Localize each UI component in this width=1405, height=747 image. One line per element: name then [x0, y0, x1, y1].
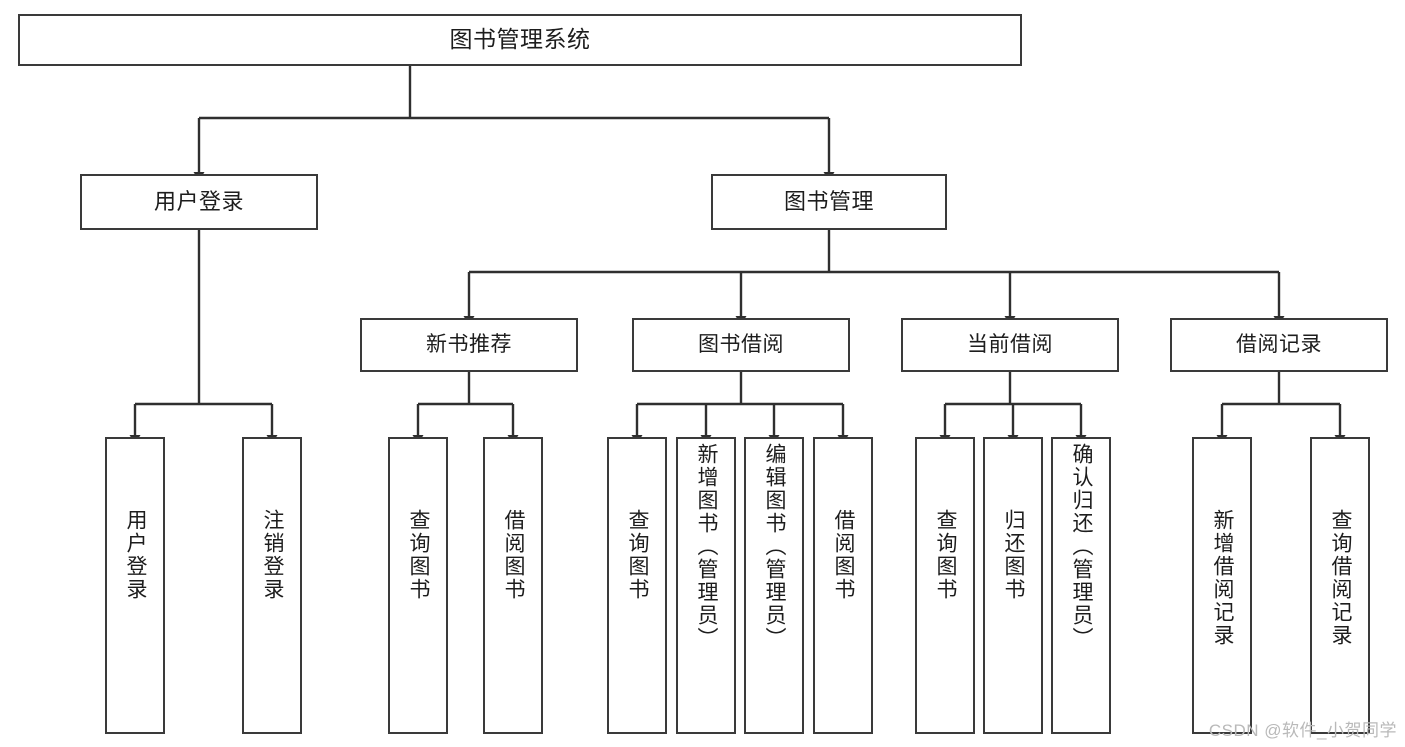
- node-label: 编辑图书（管理员）: [763, 443, 787, 650]
- node-label: 新书推荐: [426, 332, 512, 356]
- node-leaf-confirm-return[interactable]: 确认归还（管理员）: [1051, 437, 1111, 734]
- node-leaf-query-book-3[interactable]: 查询图书: [915, 437, 975, 734]
- node-user-login[interactable]: 用户登录: [80, 174, 318, 230]
- node-new-book-rec[interactable]: 新书推荐: [360, 318, 578, 372]
- node-leaf-user-logout[interactable]: 注销登录: [242, 437, 302, 734]
- node-label: 查询图书: [934, 509, 958, 601]
- node-label: 新增图书（管理员）: [695, 443, 719, 650]
- node-current-borrow[interactable]: 当前借阅: [901, 318, 1119, 372]
- node-book-manage[interactable]: 图书管理: [711, 174, 947, 230]
- node-label: 确认归还（管理员）: [1070, 443, 1094, 650]
- node-borrow-record[interactable]: 借阅记录: [1170, 318, 1388, 372]
- node-root[interactable]: 图书管理系统: [18, 14, 1022, 66]
- node-label: 图书管理系统: [449, 26, 591, 53]
- node-label: 新增借阅记录: [1211, 509, 1235, 647]
- node-label: 借阅图书: [502, 509, 526, 601]
- node-leaf-borrow-book-1[interactable]: 借阅图书: [483, 437, 543, 734]
- node-leaf-borrow-book-2[interactable]: 借阅图书: [813, 437, 873, 734]
- node-leaf-add-record[interactable]: 新增借阅记录: [1192, 437, 1252, 734]
- node-label: 当前借阅: [967, 332, 1053, 356]
- node-leaf-add-book[interactable]: 新增图书（管理员）: [676, 437, 736, 734]
- node-label: 图书管理: [783, 189, 874, 215]
- node-leaf-return-book[interactable]: 归还图书: [983, 437, 1043, 734]
- node-label: 查询借阅记录: [1329, 509, 1353, 647]
- node-leaf-user-login[interactable]: 用户登录: [105, 437, 165, 734]
- node-label: 查询图书: [407, 509, 431, 601]
- node-label: 用户登录: [124, 509, 148, 601]
- node-book-borrow[interactable]: 图书借阅: [632, 318, 850, 372]
- node-label: 图书借阅: [698, 332, 784, 356]
- node-label: 借阅记录: [1236, 332, 1322, 356]
- node-label: 归还图书: [1002, 509, 1026, 601]
- node-label: 注销登录: [261, 509, 285, 601]
- node-leaf-query-book-1[interactable]: 查询图书: [388, 437, 448, 734]
- node-leaf-query-book-2[interactable]: 查询图书: [607, 437, 667, 734]
- csdn-watermark: CSDN @软件_小贺同学: [1208, 721, 1397, 740]
- node-label: 查询图书: [626, 509, 650, 601]
- node-leaf-query-record[interactable]: 查询借阅记录: [1310, 437, 1370, 734]
- node-label: 借阅图书: [832, 509, 856, 601]
- node-label: 用户登录: [153, 189, 244, 215]
- node-leaf-edit-book[interactable]: 编辑图书（管理员）: [744, 437, 804, 734]
